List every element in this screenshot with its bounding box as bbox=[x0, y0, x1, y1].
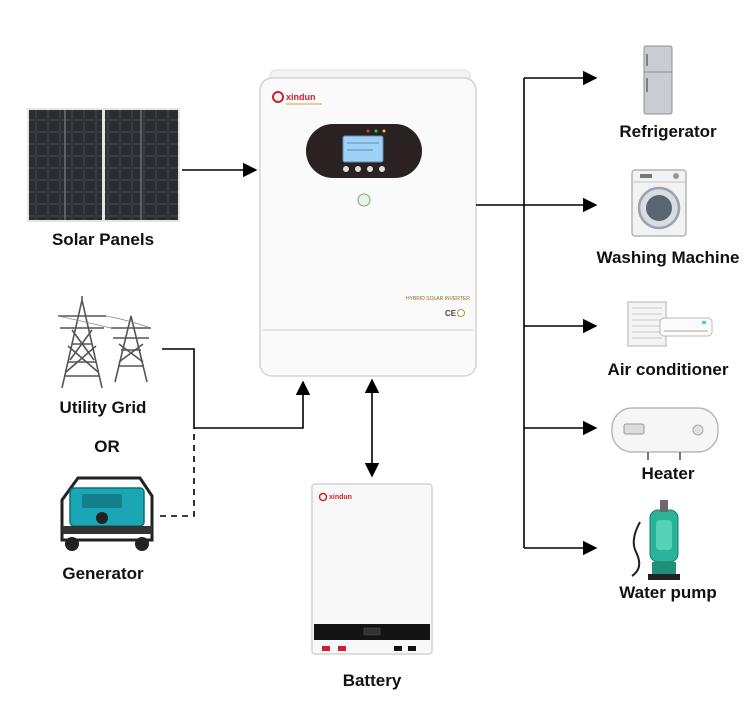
refrigerator-icon bbox=[643, 45, 673, 115]
label-battery: Battery bbox=[342, 671, 402, 690]
label-solar-panels: Solar Panels bbox=[51, 230, 155, 249]
water-pump-icon bbox=[631, 500, 680, 580]
label-utility-grid: Utility Grid bbox=[59, 398, 147, 417]
label-generator: Generator bbox=[62, 564, 144, 583]
hybrid-inverter: xindun HYBRID SOLAR INVERTER CE bbox=[259, 69, 477, 377]
battery-logo-icon bbox=[318, 492, 328, 502]
inverter-product-text: HYBRID SOLAR INVERTER bbox=[406, 296, 470, 302]
heater-icon bbox=[611, 407, 719, 460]
ce-mark: CE bbox=[445, 309, 457, 318]
lcd-screen bbox=[342, 135, 384, 163]
inverter-brand: xindun bbox=[286, 92, 316, 102]
label-air-conditioner: Air conditioner bbox=[607, 360, 729, 379]
label-water-pump: Water pump bbox=[619, 583, 717, 602]
connector-lines bbox=[160, 70, 598, 556]
label-or: OR bbox=[94, 437, 120, 456]
power-switch-icon bbox=[357, 193, 371, 207]
battery-brand: xindun bbox=[329, 494, 352, 501]
label-heater: Heater bbox=[641, 464, 695, 483]
battery-unit: xindun bbox=[311, 483, 433, 655]
generator-dashed-link bbox=[160, 428, 195, 517]
washing-machine-icon bbox=[631, 169, 687, 237]
utility-grid-icon bbox=[57, 296, 152, 389]
generator-icon bbox=[60, 476, 154, 551]
inverter-logo-icon bbox=[272, 91, 284, 103]
solar-panels-icon bbox=[27, 108, 180, 222]
air-conditioner-icon bbox=[627, 301, 713, 347]
label-washing-machine: Washing Machine bbox=[596, 248, 740, 267]
label-refrigerator: Refrigerator bbox=[619, 122, 717, 141]
